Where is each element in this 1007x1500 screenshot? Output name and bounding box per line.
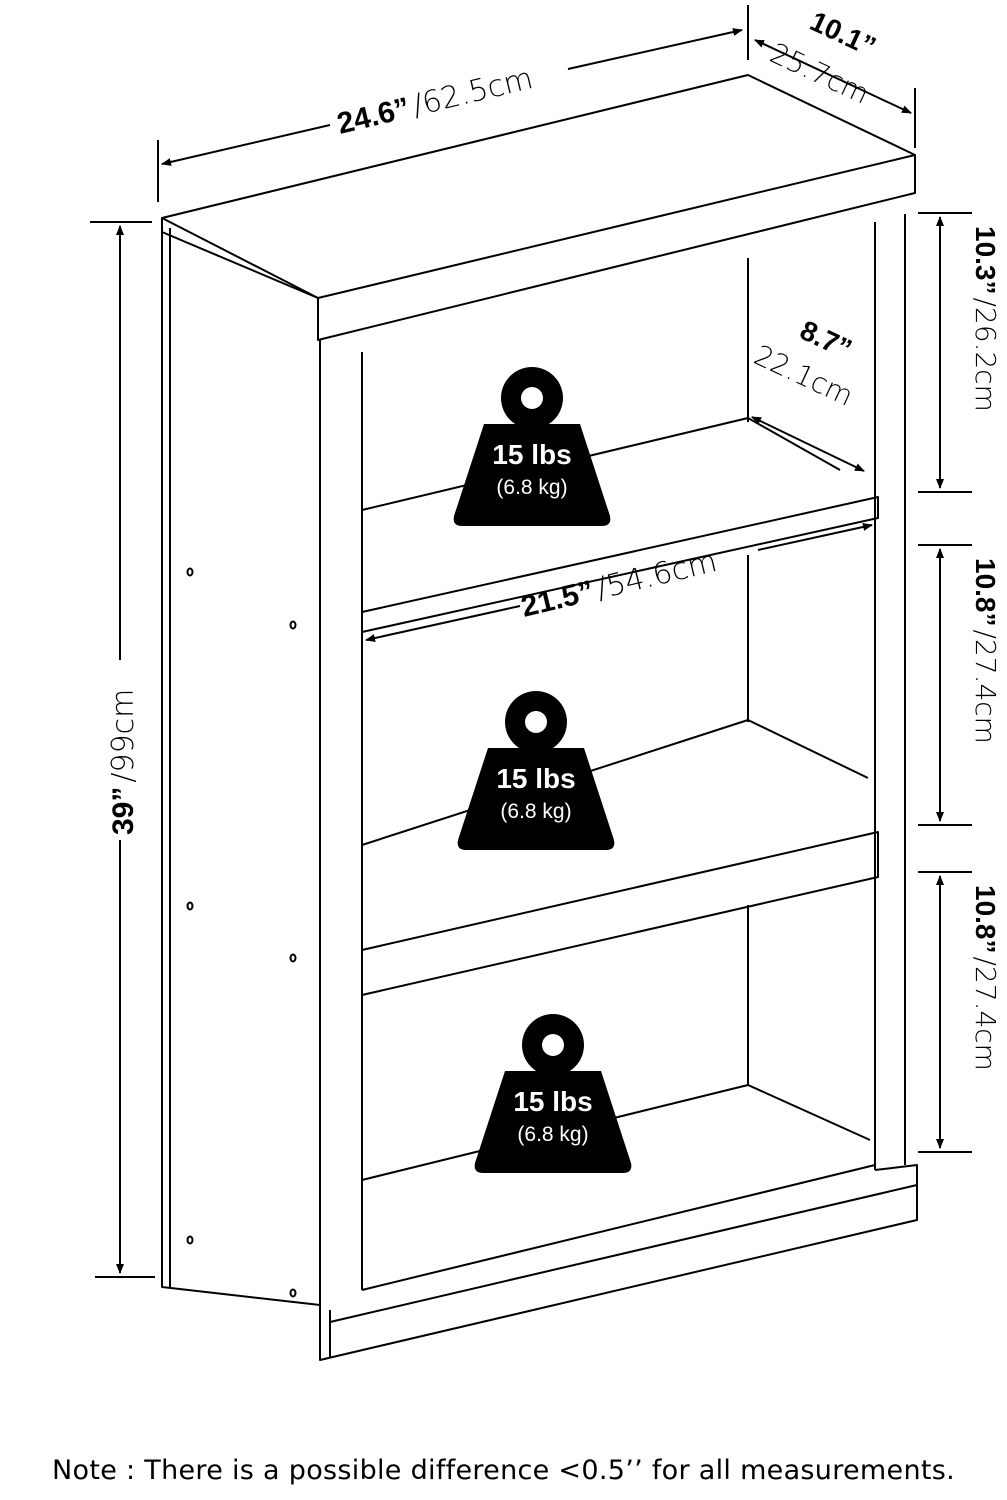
pin-hole	[186, 1235, 194, 1245]
height-imperial: 39”	[107, 787, 140, 835]
pin-hole	[186, 567, 194, 577]
bottom-opening-label: 10.8”/27.4cm	[969, 885, 1002, 1071]
height-metric: /99cm	[106, 689, 141, 783]
weight-badge-top: 15 lbs (6.8 kg)	[453, 367, 611, 526]
shelf-depth-label: 8.7” 22.1cm	[749, 314, 858, 412]
pin-hole	[289, 620, 297, 630]
shelf-depth-arrow	[751, 416, 865, 472]
inner-width-label: 21.5”/54.6cm	[518, 544, 721, 625]
inner-width-arrow-right	[757, 523, 873, 551]
weight-ring-hole	[525, 711, 547, 733]
middle-opening-label: 10.8”/27.4cm	[969, 558, 1002, 744]
weight-lbs: 15 lbs	[496, 763, 575, 794]
weight-kg: (6.8 kg)	[496, 476, 567, 499]
weight-icon	[457, 748, 615, 850]
shelf-pin-holes	[186, 567, 297, 1298]
inner-width-metric: /54.6cm	[593, 544, 720, 607]
svg-text:10.3”/26.2cm: 10.3”/26.2cm	[969, 226, 1002, 412]
width-arrow-right	[567, 28, 743, 70]
pin-hole	[289, 953, 297, 963]
top-opening-label: 10.3”/26.2cm	[969, 226, 1002, 412]
top-opening-metric: /26.2cm	[969, 298, 1002, 412]
depth-arrow	[754, 39, 912, 114]
height-label: 39” /99cm	[106, 689, 141, 835]
inner-width-arrow-left	[365, 605, 521, 642]
top-opening-imperial: 10.3”	[970, 226, 1001, 295]
middle-opening-metric: /27.4cm	[969, 630, 1002, 744]
middle-opening-imperial: 10.8”	[970, 558, 1001, 627]
depth-label: 10.1” 25.7cm	[765, 5, 881, 110]
svg-text:10.8”/27.4cm: 10.8”/27.4cm	[969, 885, 1002, 1071]
width-arrow-left	[161, 124, 331, 166]
weight-lbs: 15 lbs	[513, 1086, 592, 1117]
weight-kg: (6.8 kg)	[517, 1123, 588, 1146]
bottom-opening-metric: /27.4cm	[969, 957, 1002, 1071]
width-imperial: 24.6”	[334, 92, 413, 141]
svg-text:21.5”/54.6cm: 21.5”/54.6cm	[518, 544, 721, 625]
bottom-opening-imperial: 10.8”	[970, 885, 1001, 954]
weight-kg: (6.8 kg)	[500, 800, 571, 823]
weight-badge-bottom: 15 lbs (6.8 kg)	[474, 1014, 632, 1173]
weight-icon	[474, 1071, 632, 1173]
width-label: 24.6”/62.5cm	[334, 61, 537, 142]
weight-ring-hole	[542, 1034, 564, 1056]
svg-text:24.6”/62.5cm: 24.6”/62.5cm	[334, 61, 537, 142]
weight-badge-middle: 15 lbs (6.8 kg)	[457, 691, 615, 850]
measurement-note: Note : There is a possible difference <0…	[52, 1455, 955, 1486]
svg-text:39”/99cm: 39” /99cm	[106, 689, 141, 835]
bookcase-outline	[161, 74, 918, 1361]
weight-icon	[453, 424, 611, 526]
pin-hole	[186, 901, 194, 911]
weight-lbs: 15 lbs	[492, 439, 571, 470]
pin-hole	[289, 1288, 297, 1298]
svg-text:10.8”/27.4cm: 10.8”/27.4cm	[969, 558, 1002, 744]
inner-width-imperial: 21.5”	[518, 575, 597, 624]
weight-ring-hole	[521, 387, 543, 409]
dimension-lines	[90, 5, 972, 1278]
width-metric: /62.5cm	[409, 61, 536, 124]
